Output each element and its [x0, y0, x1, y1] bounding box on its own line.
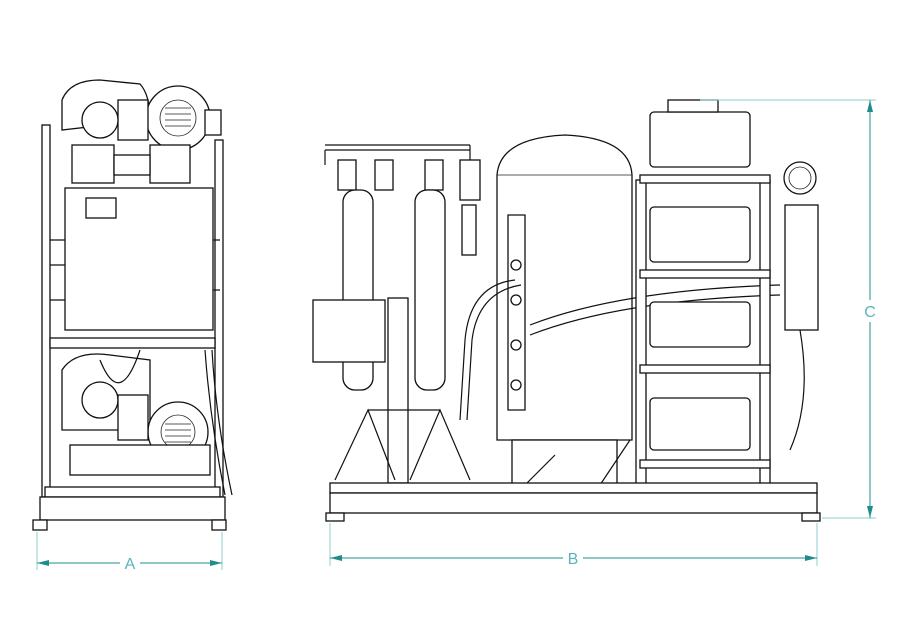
pump-control-box [784, 204, 819, 331]
bottom-compressor [61, 349, 233, 496]
regulator-4 [459, 159, 481, 201]
foot-left [32, 519, 48, 531]
tank-saddle [511, 439, 618, 486]
front-base-top [329, 482, 818, 494]
dimension-b: B [329, 523, 818, 568]
dryer-stand [334, 408, 471, 481]
hose-1 [459, 279, 516, 421]
dimension-label-a: A [125, 556, 136, 573]
front-foot-right [801, 512, 821, 522]
dimension-label-c: C [864, 304, 876, 321]
foot-right [211, 519, 227, 531]
regulator-1 [337, 159, 357, 191]
dimension-a: A [36, 532, 223, 573]
pump-frame-right [759, 179, 771, 486]
regulator-3 [424, 159, 444, 191]
vacuum-pump-stack [639, 99, 771, 469]
front-view-unit [312, 99, 821, 522]
control-box-label-plate [85, 197, 117, 219]
side-view-unit [32, 79, 233, 531]
drain-valve [461, 204, 477, 256]
dryer-control-box [312, 299, 386, 363]
pump-frame-left [635, 179, 647, 486]
dryer-column-right [414, 189, 446, 391]
receiver-tank [496, 134, 633, 441]
mid-rail [49, 337, 216, 349]
dimension-c: C [700, 99, 876, 519]
frame-post-left [41, 124, 51, 498]
dryer-post [387, 297, 409, 484]
regulator-2 [374, 159, 394, 191]
top-compressor [61, 79, 222, 184]
side-base [39, 496, 226, 521]
dimension-label-b: B [568, 551, 579, 568]
side-base-top [44, 486, 221, 498]
air-manifold [324, 144, 471, 165]
front-base [329, 492, 818, 514]
front-foot-left [325, 512, 345, 522]
